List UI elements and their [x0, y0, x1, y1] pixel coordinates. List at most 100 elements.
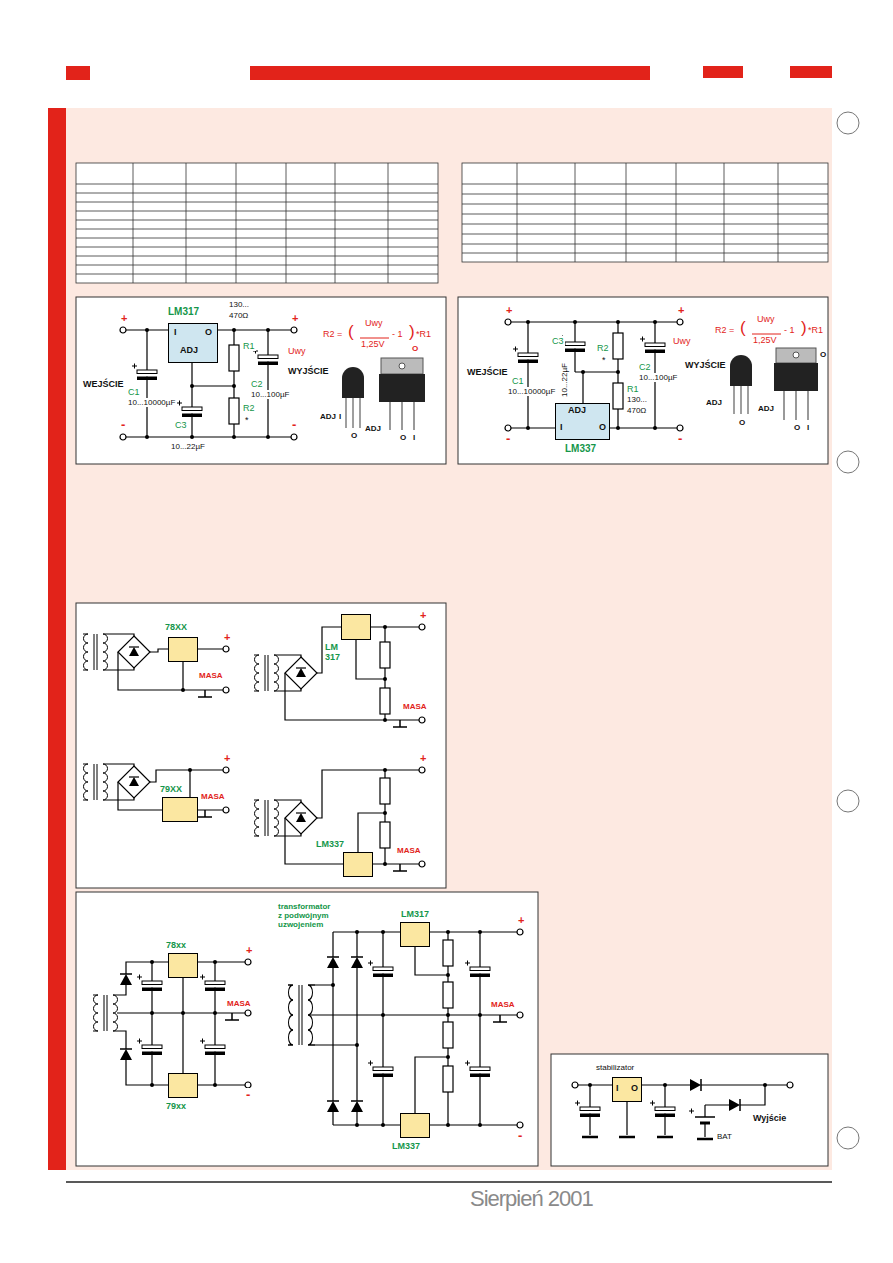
circuit-label: -: [517, 1129, 523, 1144]
circuit-label: 470Ω: [626, 406, 647, 415]
circuit-label: C1: [511, 376, 525, 386]
regulator-box: LM337: [400, 1113, 430, 1138]
regulator-box: LM337: [343, 852, 373, 877]
regulator-name: 79XX: [160, 784, 182, 794]
regulator-box: stabilizatorIO: [612, 1077, 642, 1102]
circuit-label: WEJŚCIE: [466, 367, 509, 377]
regulator-name: 78XX: [165, 622, 187, 632]
circuit-label: 130...: [626, 395, 648, 404]
circuit-label: I: [806, 423, 810, 432]
circuit-label: 470Ω: [228, 311, 249, 320]
circuit-label: MASA: [198, 671, 224, 680]
circuit-label: R1: [242, 341, 256, 351]
circuit-label: +: [677, 304, 685, 317]
regulator-name: LM 317: [325, 642, 347, 663]
circuit-label: I: [412, 433, 416, 442]
circuit-label: +: [419, 752, 427, 765]
pin-name: O: [599, 422, 606, 432]
circuit-label: Uwy: [364, 318, 384, 328]
circuit-label: C2: [638, 362, 652, 372]
regulator-box: LM317IOADJ: [168, 323, 218, 363]
circuit-label: C3: [174, 420, 188, 430]
regulator-name: LM317: [168, 306, 199, 318]
circuit-label: R2: [596, 343, 610, 353]
regulator-box: ADJIOLM337: [555, 403, 610, 440]
regulator-name: stabilizator: [596, 1063, 634, 1072]
regulator-name: 79xx: [166, 1101, 186, 1111]
circuit-label: +: [291, 312, 299, 325]
circuit-label: +: [517, 914, 525, 927]
circuit-label: +: [505, 304, 513, 317]
circuit-label: -: [120, 418, 126, 433]
circuit-label: O: [793, 423, 801, 432]
regulator-name: LM337: [392, 1141, 420, 1151]
circuit-label: R1: [626, 384, 640, 394]
circuit-label: 1,25V: [752, 335, 778, 345]
circuit-label: R2 =: [322, 329, 343, 339]
circuit-label: -: [677, 432, 683, 447]
circuit-label: R2 =: [714, 325, 735, 335]
circuit-label: (: [739, 318, 747, 338]
circuit-label: Uwy: [672, 336, 692, 346]
circuit-label: O: [819, 350, 827, 359]
circuit-label: Uwy: [756, 314, 776, 324]
circuit-label: 10...10000µF: [507, 387, 556, 396]
circuit-label: MASA: [226, 999, 252, 1008]
circuit-label: -: [291, 418, 297, 433]
regulator-box: LM 317: [341, 614, 371, 640]
circuit-label: MASA: [396, 846, 422, 855]
circuit-label: Uwy: [287, 346, 307, 356]
circuit-label: 10...100µF: [250, 390, 290, 399]
pin-name: I: [174, 327, 177, 337]
circuit-label: I: [338, 412, 342, 421]
circuit-label: +: [120, 312, 128, 325]
circuit-label: ADJ: [364, 424, 382, 433]
circuit-label: C2: [250, 379, 264, 389]
circuit-label: 10...100µF: [638, 373, 678, 382]
circuit-label: *: [244, 415, 250, 425]
circuit-label: - 1: [391, 329, 404, 339]
circuit-label: +: [223, 631, 231, 644]
circuit-label: C3: [551, 336, 565, 346]
circuit-label: +: [419, 609, 427, 622]
pin-name: I: [616, 1083, 619, 1093]
circuit-label: 10...22µF: [170, 442, 206, 451]
circuit-label: WYJŚCIE: [287, 366, 330, 376]
circuit-label: BAT: [716, 1132, 733, 1141]
regulator-box: LM317: [400, 922, 430, 947]
circuit-label: 10...10000µF: [127, 398, 176, 407]
pin-name: I: [560, 422, 563, 432]
circuit-label: *R1: [415, 329, 432, 339]
circuit-label: MASA: [490, 1000, 516, 1009]
circuit-label: Wyjście: [752, 1113, 787, 1123]
regulator-name: 78xx: [166, 940, 186, 950]
regulator-name: LM337: [565, 443, 596, 455]
pin-name: ADJ: [568, 405, 586, 415]
regulator-box: 79xx: [168, 1073, 198, 1098]
circuit-label: WEJŚCIE: [82, 379, 125, 389]
circuit-label: WYJŚCIE: [684, 360, 727, 370]
circuit-label: O: [738, 418, 746, 427]
circuit-label: transformator z podwójnym uzwojeniem: [277, 902, 337, 930]
circuit-label: -: [505, 432, 511, 447]
circuit-label: 10...22µF: [560, 362, 569, 398]
regulator-box: 78xx: [168, 953, 198, 978]
circuit-label: O: [399, 433, 407, 442]
circuit-label: -: [245, 1088, 251, 1103]
circuit-label: +: [223, 752, 231, 765]
circuit-label: *R1: [807, 325, 824, 335]
circuit-label: - 1: [783, 325, 796, 335]
circuit-label: +: [245, 944, 253, 957]
regulator-name: LM337: [316, 839, 344, 849]
regulator-box: 78XX: [168, 637, 198, 662]
circuit-label: 1,25V: [360, 339, 386, 349]
pin-name: O: [205, 327, 212, 337]
footer-date: Sierpień 2001: [470, 1186, 593, 1211]
circuit-label: ADJ: [319, 412, 337, 421]
circuit-label: *: [601, 355, 607, 365]
circuit-label: C1: [127, 387, 141, 397]
pin-name: ADJ: [180, 345, 198, 355]
circuit-label: MASA: [402, 702, 428, 711]
